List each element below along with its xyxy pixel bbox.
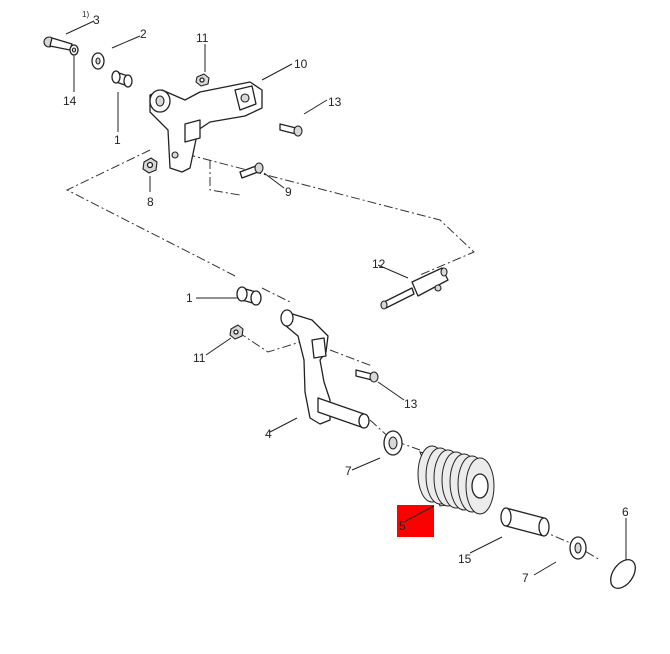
screw-13-top[interactable] <box>279 123 303 137</box>
label-10: 10 <box>294 57 308 71</box>
label-14: 14 <box>63 94 77 108</box>
label-6: 6 <box>622 505 629 519</box>
assembly-reference-lines <box>65 149 601 561</box>
label-2: 2 <box>140 27 147 41</box>
callout-highlight-5 <box>397 505 434 537</box>
label-3-superscript: 1) <box>82 10 89 19</box>
gas-strut-12[interactable] <box>380 267 449 310</box>
nut-8[interactable] <box>142 157 158 174</box>
label-9: 9 <box>285 185 292 199</box>
bracket-10[interactable] <box>149 81 263 173</box>
label-15: 15 <box>458 552 472 566</box>
nut-11-mid[interactable] <box>229 324 244 340</box>
label-4: 4 <box>265 427 272 441</box>
screw-9[interactable] <box>239 162 264 179</box>
washer-2[interactable] <box>91 52 105 70</box>
spring-coil[interactable] <box>417 445 495 515</box>
part-labels: 1) 3 2 14 1 11 10 13 8 9 12 1 11 13 4 7 … <box>63 10 629 585</box>
label-1-mid: 1 <box>186 291 193 305</box>
label-7-left: 7 <box>345 464 352 478</box>
leader-lines <box>65 20 627 576</box>
label-1-top: 1 <box>114 133 121 147</box>
sleeve-15[interactable] <box>500 507 550 537</box>
retaining-clip-7-right[interactable] <box>569 536 587 560</box>
circlip-6[interactable] <box>606 555 641 593</box>
lever-4[interactable] <box>280 309 370 429</box>
retaining-clip-7-left[interactable] <box>383 430 403 456</box>
label-3: 3 <box>93 13 100 27</box>
washer-14[interactable] <box>69 44 79 56</box>
label-8: 8 <box>147 195 154 209</box>
screw-13-mid[interactable] <box>355 369 379 383</box>
label-5: 5 <box>399 519 406 533</box>
bushing-1-top[interactable] <box>111 70 133 88</box>
label-7-right: 7 <box>522 571 529 585</box>
label-13-top: 13 <box>328 95 342 109</box>
bushing-1-mid[interactable] <box>236 286 262 306</box>
label-11-top: 11 <box>196 31 209 45</box>
label-13-mid: 13 <box>404 397 418 411</box>
label-11-mid: 11 <box>193 351 206 365</box>
nut-11-top[interactable] <box>195 73 210 87</box>
screw-3[interactable] <box>43 36 73 51</box>
label-12: 12 <box>372 257 386 271</box>
